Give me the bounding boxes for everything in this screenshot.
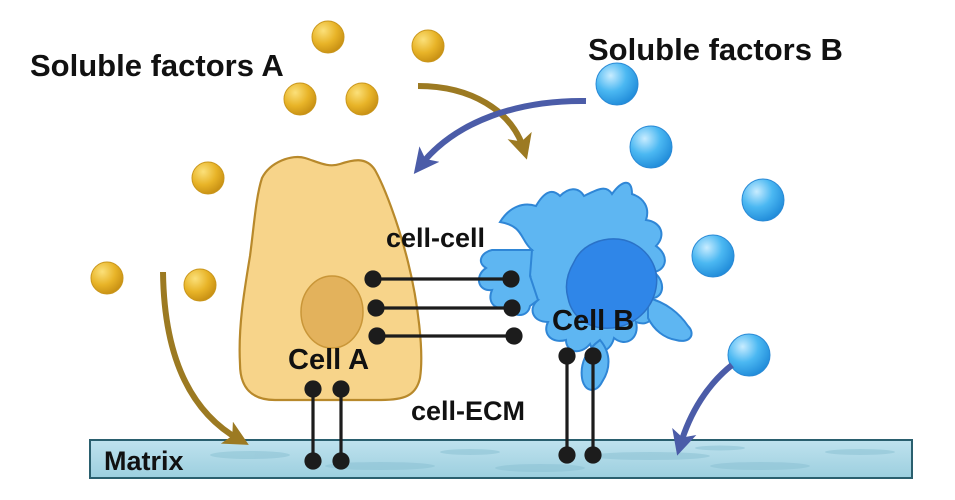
matrix-texture — [210, 445, 895, 472]
junction-3 — [368, 327, 523, 345]
factor-a-particle — [90, 261, 124, 295]
factor-a-particle — [191, 161, 225, 195]
junction-2 — [367, 299, 521, 317]
cell-ecm-junctions — [304, 347, 602, 470]
arrow-factors-b-to-matrix — [672, 362, 734, 456]
label-matrix: Matrix — [104, 446, 184, 476]
factor-a-particle — [411, 29, 445, 63]
factor-b-particle — [629, 125, 673, 169]
ecm-link-a2 — [332, 380, 350, 470]
ecm-link-b1 — [558, 347, 576, 464]
label-cell-cell: cell-cell — [386, 223, 485, 253]
ecm-link-a1 — [304, 380, 322, 470]
label-soluble-factors-a: Soluble factors A — [30, 48, 284, 83]
matrix — [89, 439, 913, 479]
label-soluble-factors-b: Soluble factors B — [588, 32, 843, 67]
label-cell-ecm: cell-ECM — [411, 396, 525, 426]
factor-b-particle — [691, 234, 735, 278]
cell-cell-junctions — [364, 270, 523, 345]
arrow-factors-a-to-matrix — [160, 271, 249, 445]
junction-1 — [364, 270, 520, 288]
cell-b-nucleus — [565, 238, 658, 329]
factor-b-particle — [727, 333, 771, 377]
arrow-factors-b-to-cell-a — [413, 97, 587, 174]
factor-b-particle — [741, 178, 785, 222]
arrow-factors-a-to-cell-b — [417, 83, 532, 160]
factor-a-particle — [311, 20, 345, 54]
factor-a-particle — [345, 82, 379, 116]
label-cell-a: Cell A — [288, 344, 369, 376]
label-cell-b: Cell B — [552, 305, 634, 337]
cell-a-nucleus — [300, 275, 364, 349]
factor-a-particle — [183, 268, 217, 302]
soluble-factors-a — [90, 20, 445, 302]
soluble-factors-b — [595, 62, 785, 377]
factor-b-particle — [595, 62, 639, 106]
factor-a-particle — [283, 82, 317, 116]
ecm-link-b2 — [584, 347, 602, 464]
